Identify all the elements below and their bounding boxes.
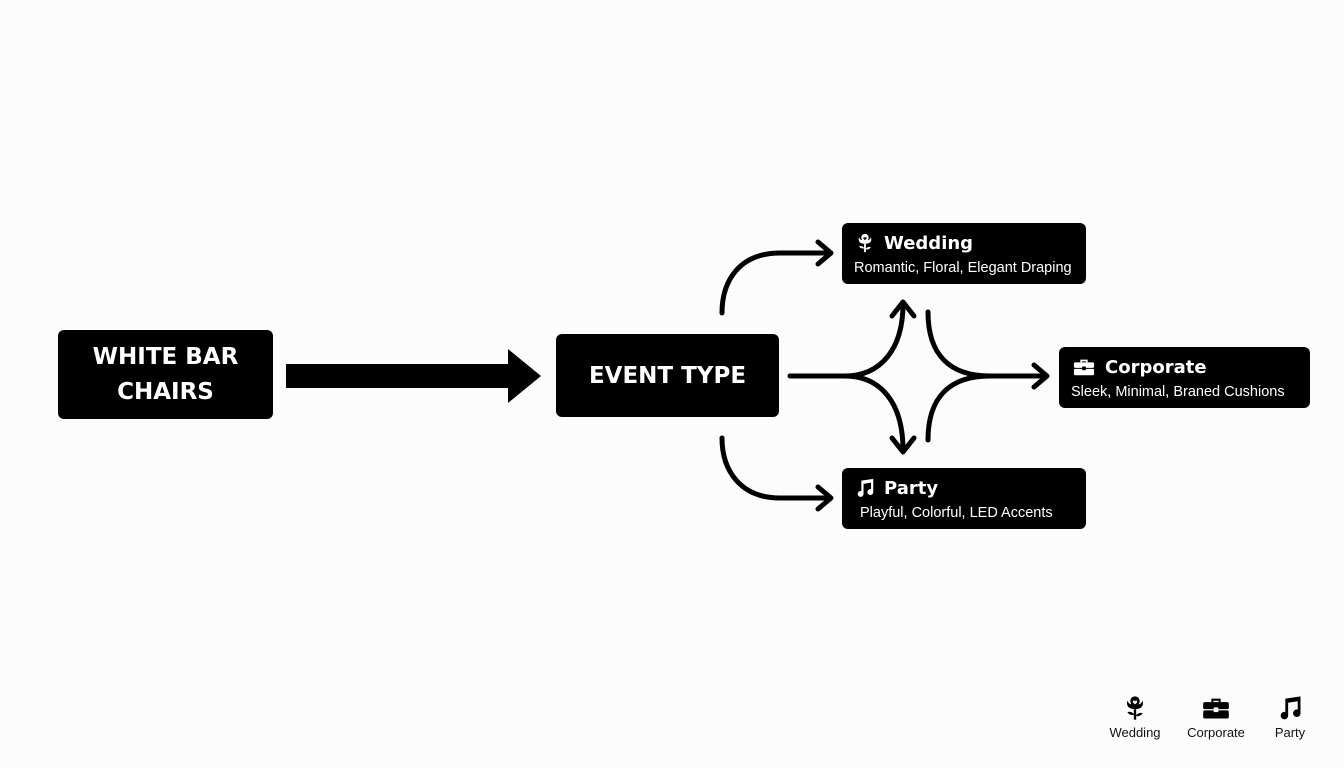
wedding-title: Wedding: [884, 232, 974, 254]
music-note-icon: [1280, 696, 1301, 720]
briefcase-icon: [1203, 698, 1229, 719]
main-flow-arrow: [286, 349, 541, 403]
legend-item-wedding: Wedding: [1105, 694, 1165, 740]
arrowhead-up: [889, 299, 917, 319]
arrow-to-party: [719, 435, 833, 501]
party-title: Party: [884, 477, 939, 499]
arrowhead-party: [815, 484, 834, 512]
arrow-to-wedding: [719, 250, 833, 316]
wedding-card: Wedding Romantic, Floral, Elegant Drapin…: [842, 223, 1086, 284]
arrowhead-wedding: [815, 239, 834, 267]
legend-label-party: Party: [1274, 725, 1306, 740]
arrow-wedding-to-corporate: [925, 309, 993, 379]
party-card: Party Playful, Colorful, LED Accents: [842, 468, 1086, 529]
event-type-label: EVENT TYPE: [588, 362, 747, 389]
arrow-down-to-party: [842, 373, 906, 453]
event-type-node: EVENT TYPE: [556, 334, 779, 417]
corporate-title: Corporate: [1105, 356, 1207, 378]
corporate-description: Sleek, Minimal, Braned Cushions: [1071, 384, 1285, 400]
legend-item-corporate: Corporate: [1183, 694, 1249, 740]
wedding-description: Romantic, Floral, Elegant Draping: [854, 260, 1072, 276]
white-bar-chairs-node: WHITE BAR CHAIRS: [58, 330, 273, 419]
white-bar-chairs-label: WHITE BAR CHAIRS: [92, 343, 239, 405]
arrowhead-down: [889, 435, 917, 455]
rose-icon: [1126, 696, 1144, 720]
legend-label-wedding: Wedding: [1109, 725, 1161, 740]
music-note-icon: [857, 478, 874, 497]
rose-icon: [858, 233, 872, 253]
arrowhead-corporate: [1031, 362, 1050, 390]
arrow-party-to-corporate: [925, 373, 993, 443]
briefcase-icon: [1073, 359, 1095, 376]
legend-item-party: Party: [1268, 694, 1312, 740]
legend-label-corporate: Corporate: [1187, 725, 1245, 740]
party-description: Playful, Colorful, LED Accents: [860, 505, 1053, 521]
corporate-card: Corporate Sleek, Minimal, Braned Cushion…: [1059, 347, 1310, 408]
